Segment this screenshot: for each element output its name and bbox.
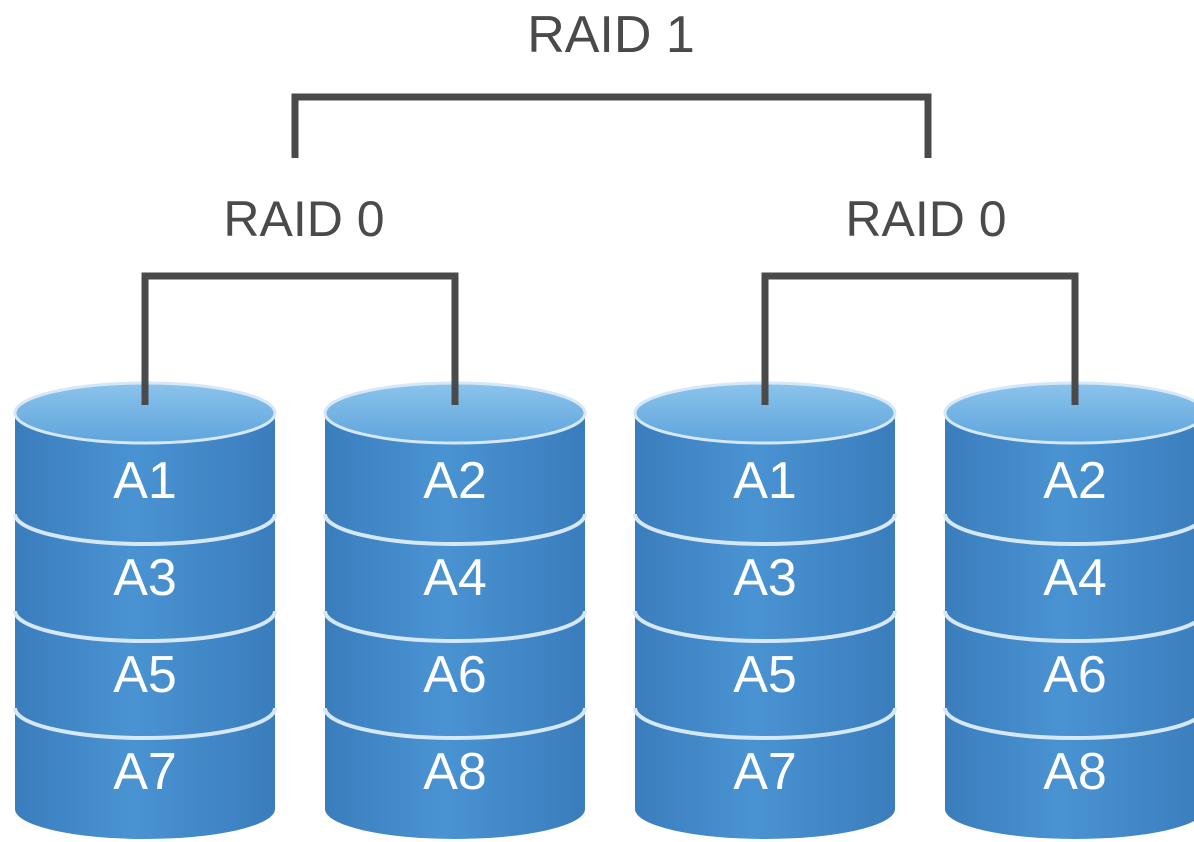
block-label-a2: A2 [423, 452, 487, 510]
block-separator [943, 707, 1194, 740]
block-label-a6: A6 [1043, 646, 1107, 704]
block-separator [633, 610, 897, 643]
block-label-a1: A1 [113, 452, 177, 510]
block-label-a8: A8 [1043, 743, 1107, 801]
block-label-a5: A5 [733, 646, 797, 704]
block-label-a4: A4 [423, 549, 487, 607]
block-separator [13, 513, 277, 546]
raid-0-bracket-left [141, 272, 459, 405]
block-separator [13, 610, 277, 643]
block-label-a7: A7 [113, 743, 177, 801]
block-separator [323, 707, 587, 740]
block-label-a1: A1 [733, 452, 797, 510]
block-label-a6: A6 [423, 646, 487, 704]
block-label-a5: A5 [113, 646, 177, 704]
block-label-a2: A2 [1043, 452, 1107, 510]
raid-0-label-left: RAID 0 [223, 191, 384, 247]
raid-0-bracket-right [761, 272, 1079, 405]
disk-top [943, 381, 1194, 445]
block-separator [323, 610, 587, 643]
block-separator [943, 610, 1194, 643]
block-label-a7: A7 [733, 743, 797, 801]
block-separator [943, 513, 1194, 546]
block-label-a3: A3 [733, 549, 797, 607]
block-separator [633, 513, 897, 546]
block-label-a3: A3 [113, 549, 177, 607]
block-label-a8: A8 [423, 743, 487, 801]
block-separator [13, 707, 277, 740]
block-separator [633, 707, 897, 740]
raid-0-label-right: RAID 0 [845, 191, 1006, 247]
raid-1-bracket [291, 93, 932, 158]
block-label-a4: A4 [1043, 549, 1107, 607]
block-separator [323, 513, 587, 546]
raid-1-label: RAID 1 [527, 6, 695, 64]
